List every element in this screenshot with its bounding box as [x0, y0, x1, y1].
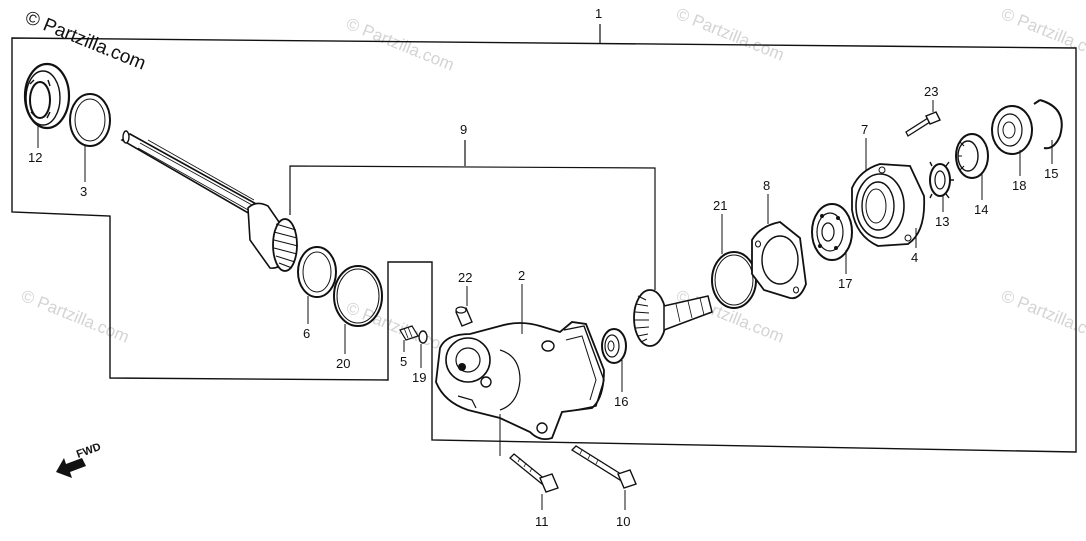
lock-washer-13 — [929, 161, 954, 199]
bolt-11 — [509, 453, 559, 493]
callout-23: 23 — [924, 84, 938, 99]
callout-labels: 1 2 3 4 5 6 7 8 9 10 11 12 13 14 15 16 1… — [28, 6, 1058, 529]
gasket-8 — [751, 221, 807, 300]
callout-18: 18 — [1012, 178, 1026, 193]
callout-5: 5 — [400, 354, 407, 369]
o-ring-20 — [333, 265, 383, 327]
callout-4: 4 — [911, 250, 918, 265]
gear-case-2 — [435, 321, 605, 441]
bearing-16 — [601, 328, 627, 364]
shim-6 — [297, 246, 337, 298]
callout-10: 10 — [616, 514, 630, 529]
ring-gear — [633, 289, 713, 347]
callout-16: 16 — [614, 394, 628, 409]
callout-6: 6 — [303, 326, 310, 341]
callout-3: 3 — [80, 184, 87, 199]
dowel-pin-22 — [455, 306, 473, 327]
bracket-9 — [289, 165, 656, 290]
circlip-15 — [1033, 99, 1063, 150]
drive-shaft — [120, 130, 299, 272]
callout-1: 1 — [595, 6, 602, 21]
nut-14 — [955, 133, 989, 179]
oil-seal-12 — [23, 62, 71, 130]
bearing-holder-7 — [851, 163, 926, 247]
watermark-3: © Partzilla.com — [999, 4, 1086, 65]
fwd-arrow-icon — [56, 458, 86, 478]
callout-14: 14 — [974, 202, 988, 217]
callout-8: 8 — [763, 178, 770, 193]
o-ring-21 — [711, 251, 757, 309]
watermark-2: © Partzilla.com — [674, 4, 787, 65]
oil-seal-18 — [991, 105, 1033, 155]
bolt-10 — [570, 445, 637, 489]
watermarks: © Partzilla.com © Partzilla.com © Partzi… — [19, 4, 1086, 359]
stud-bolt-5 — [399, 325, 419, 341]
bolt-23 — [905, 111, 941, 137]
callout-7: 7 — [861, 122, 868, 137]
washer-19 — [418, 330, 428, 344]
watermark-1: © Partzilla.com — [344, 14, 457, 75]
assembly-outline-1 — [11, 37, 1077, 453]
callout-12: 12 — [28, 150, 42, 165]
callout-2: 2 — [518, 268, 525, 283]
fwd-label: FWD — [75, 441, 103, 461]
callout-22: 22 — [458, 270, 472, 285]
callout-15: 15 — [1044, 166, 1058, 181]
callout-9: 9 — [460, 122, 467, 137]
watermark-7: © Partzilla.com — [999, 286, 1086, 347]
callout-13: 13 — [935, 214, 949, 229]
callout-11: 11 — [535, 514, 549, 529]
callout-21: 21 — [713, 198, 727, 213]
callout-17: 17 — [838, 276, 852, 291]
shim-3 — [69, 93, 111, 147]
callout-20: 20 — [336, 356, 350, 371]
bearing-17 — [811, 203, 853, 261]
watermark-4: © Partzilla.com — [19, 286, 132, 347]
callout-19: 19 — [412, 370, 426, 385]
